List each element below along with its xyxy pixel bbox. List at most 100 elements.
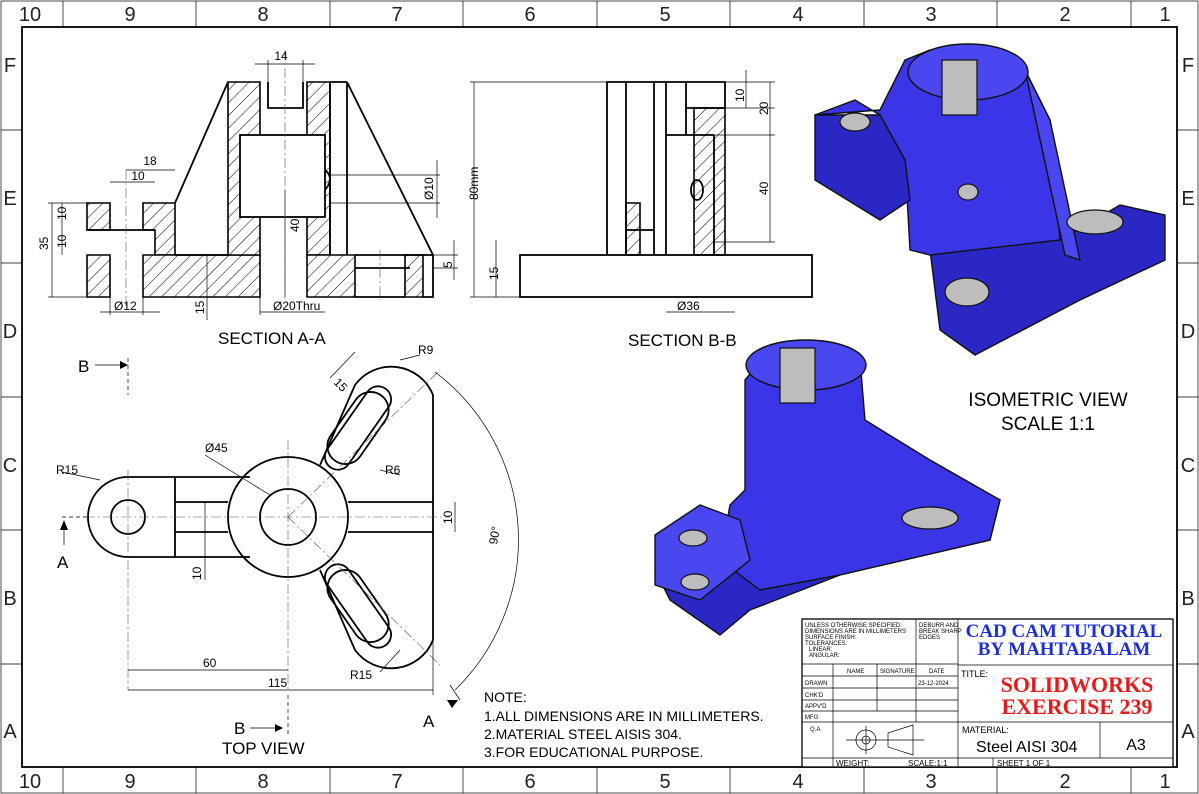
dim-dia36: Ø36 (677, 299, 700, 313)
material-label: MATERIAL: (962, 725, 1009, 735)
row-label: Q.A (810, 727, 820, 733)
zone-col: 5 (659, 4, 670, 26)
zone-col: 10 (19, 771, 41, 793)
zone-col: 2 (1059, 4, 1070, 26)
dim-10: 10 (733, 88, 747, 102)
zone-row: A (3, 721, 17, 743)
isometric-view-scale: SCALE 1:1 (1001, 414, 1095, 435)
dim-60: 60 (203, 656, 217, 670)
row-label: DRAWN (805, 681, 827, 687)
isometric-view-bottom (654, 339, 1001, 636)
zone-row: F (1182, 55, 1194, 77)
section-marker-a: A (423, 712, 435, 731)
header-name: NAME (847, 669, 864, 675)
header-signature: SIGNATURE (880, 669, 915, 675)
section-marker-a: A (57, 553, 69, 572)
zone-col: 3 (925, 771, 936, 793)
dim-10b: 10 (55, 234, 69, 248)
note-line: 1.ALL DIMENSIONS ARE IN MILLIMETERS. (484, 708, 764, 724)
row-label: CHK'D (805, 693, 824, 699)
spec-line: TOLERANCES: (805, 641, 848, 647)
dim-20: 20 (757, 101, 771, 115)
zone-row: D (3, 321, 17, 343)
spec-line: LINEAR: (809, 647, 833, 653)
scale-label: SCALE:1:1 (908, 759, 948, 768)
sheet-number: SHEET 1 OF 1 (997, 759, 1051, 768)
spec-line: DIMENSIONS ARE IN MILLIMETERS (805, 629, 906, 635)
dim-dia10: Ø10 (422, 177, 436, 200)
zone-row: A (1181, 721, 1195, 743)
dim-r15: R15 (56, 463, 78, 477)
dim-dia45: Ø45 (205, 441, 228, 455)
zone-row: E (3, 188, 16, 210)
deburr-line: EDGES (919, 635, 940, 641)
zone-row: B (3, 588, 16, 610)
material-value: Steel AISI 304 (976, 739, 1078, 756)
dim-40: 40 (757, 181, 771, 195)
zone-col: 6 (524, 771, 535, 793)
deburr-line: BREAK SHARP (919, 629, 962, 635)
title-label: TITLE: (961, 669, 988, 679)
section-b-b: 80mm 15 10 20 40 Ø36 SECTION B-B (467, 70, 813, 350)
note-line: 2.MATERIAL STEEL AISIS 304. (484, 726, 682, 742)
zone-row: D (1181, 321, 1195, 343)
dim-15: 15 (331, 375, 351, 395)
zone-row: C (1181, 455, 1195, 477)
dim-115: 115 (268, 676, 287, 690)
zone-col: 5 (659, 771, 670, 793)
zone-col: 10 (19, 4, 41, 26)
note-line: 3.FOR EDUCATIONAL PURPOSE. (484, 744, 703, 760)
header-date: DATE (929, 669, 945, 675)
dim-15: 15 (193, 300, 207, 314)
dim-r9: R9 (418, 343, 434, 357)
dim-10a: 10 (55, 206, 69, 220)
zone-row: B (1181, 588, 1194, 610)
notes: NOTE: 1.ALL DIMENSIONS ARE IN MILLIMETER… (484, 689, 764, 760)
zone-col: 2 (1059, 771, 1070, 793)
zone-col: 4 (792, 4, 803, 26)
dim-35: 35 (37, 236, 51, 250)
dim-18: 18 (143, 154, 157, 168)
section-a-a: 14 18 10 35 10 10 Ø10 40 5 Ø12 15 Ø20Thr… (37, 49, 458, 348)
row-label: MFG (805, 715, 819, 721)
dim-10-right: 10 (441, 510, 455, 524)
drawing-title: SOLIDWORKS (1001, 672, 1154, 697)
spec-line: ANGULAR: (809, 653, 840, 659)
company-line: CAD CAM TUTORIAL (966, 621, 1163, 642)
zone-col: 1 (1159, 771, 1170, 793)
zone-col: 9 (124, 4, 135, 26)
zone-row: C (3, 455, 17, 477)
dim-dia20: Ø20Thru (273, 299, 320, 313)
dim-90deg: 90° (486, 525, 503, 546)
zone-col: 7 (391, 771, 402, 793)
dim-40: 40 (288, 218, 302, 232)
deburr-line: DEBURR AND (919, 623, 959, 629)
zone-col: 7 (391, 4, 402, 26)
dim-dia12: Ø12 (114, 299, 137, 313)
dim-14: 14 (274, 49, 288, 63)
dim-10: 10 (131, 169, 145, 183)
section-marker-b: B (78, 357, 89, 376)
dim-r6: R6 (385, 463, 401, 477)
dim-r15-lower: R15 (350, 668, 372, 682)
zone-col: 4 (792, 771, 803, 793)
top-view: R15 Ø45 15 R9 R6 10 10 90° 60 115 R15 B … (56, 343, 519, 758)
zone-col: 8 (257, 771, 268, 793)
section-a-a-title: SECTION A-A (218, 329, 326, 348)
spec-line: UNLESS OTHERWISE SPECIFIED: (805, 623, 902, 629)
zone-col: 3 (925, 4, 936, 26)
zone-col: 9 (124, 771, 135, 793)
zone-row: F (4, 55, 16, 77)
zone-row: E (1181, 188, 1194, 210)
company-line: BY MAHTABALAM (978, 639, 1151, 660)
zone-col: 1 (1159, 4, 1170, 26)
dim-5: 5 (441, 261, 455, 268)
section-marker-b: B (234, 719, 245, 738)
zone-labels: 10 9 8 7 6 5 4 3 2 1 10 9 8 7 6 5 4 3 2 … (3, 4, 1196, 793)
drawing-title: EXERCISE 239 (1002, 694, 1153, 719)
dim-10-left: 10 (190, 566, 204, 580)
spec-line: SURFACE FINISH: (805, 635, 857, 641)
section-b-b-title: SECTION B-B (628, 331, 737, 350)
